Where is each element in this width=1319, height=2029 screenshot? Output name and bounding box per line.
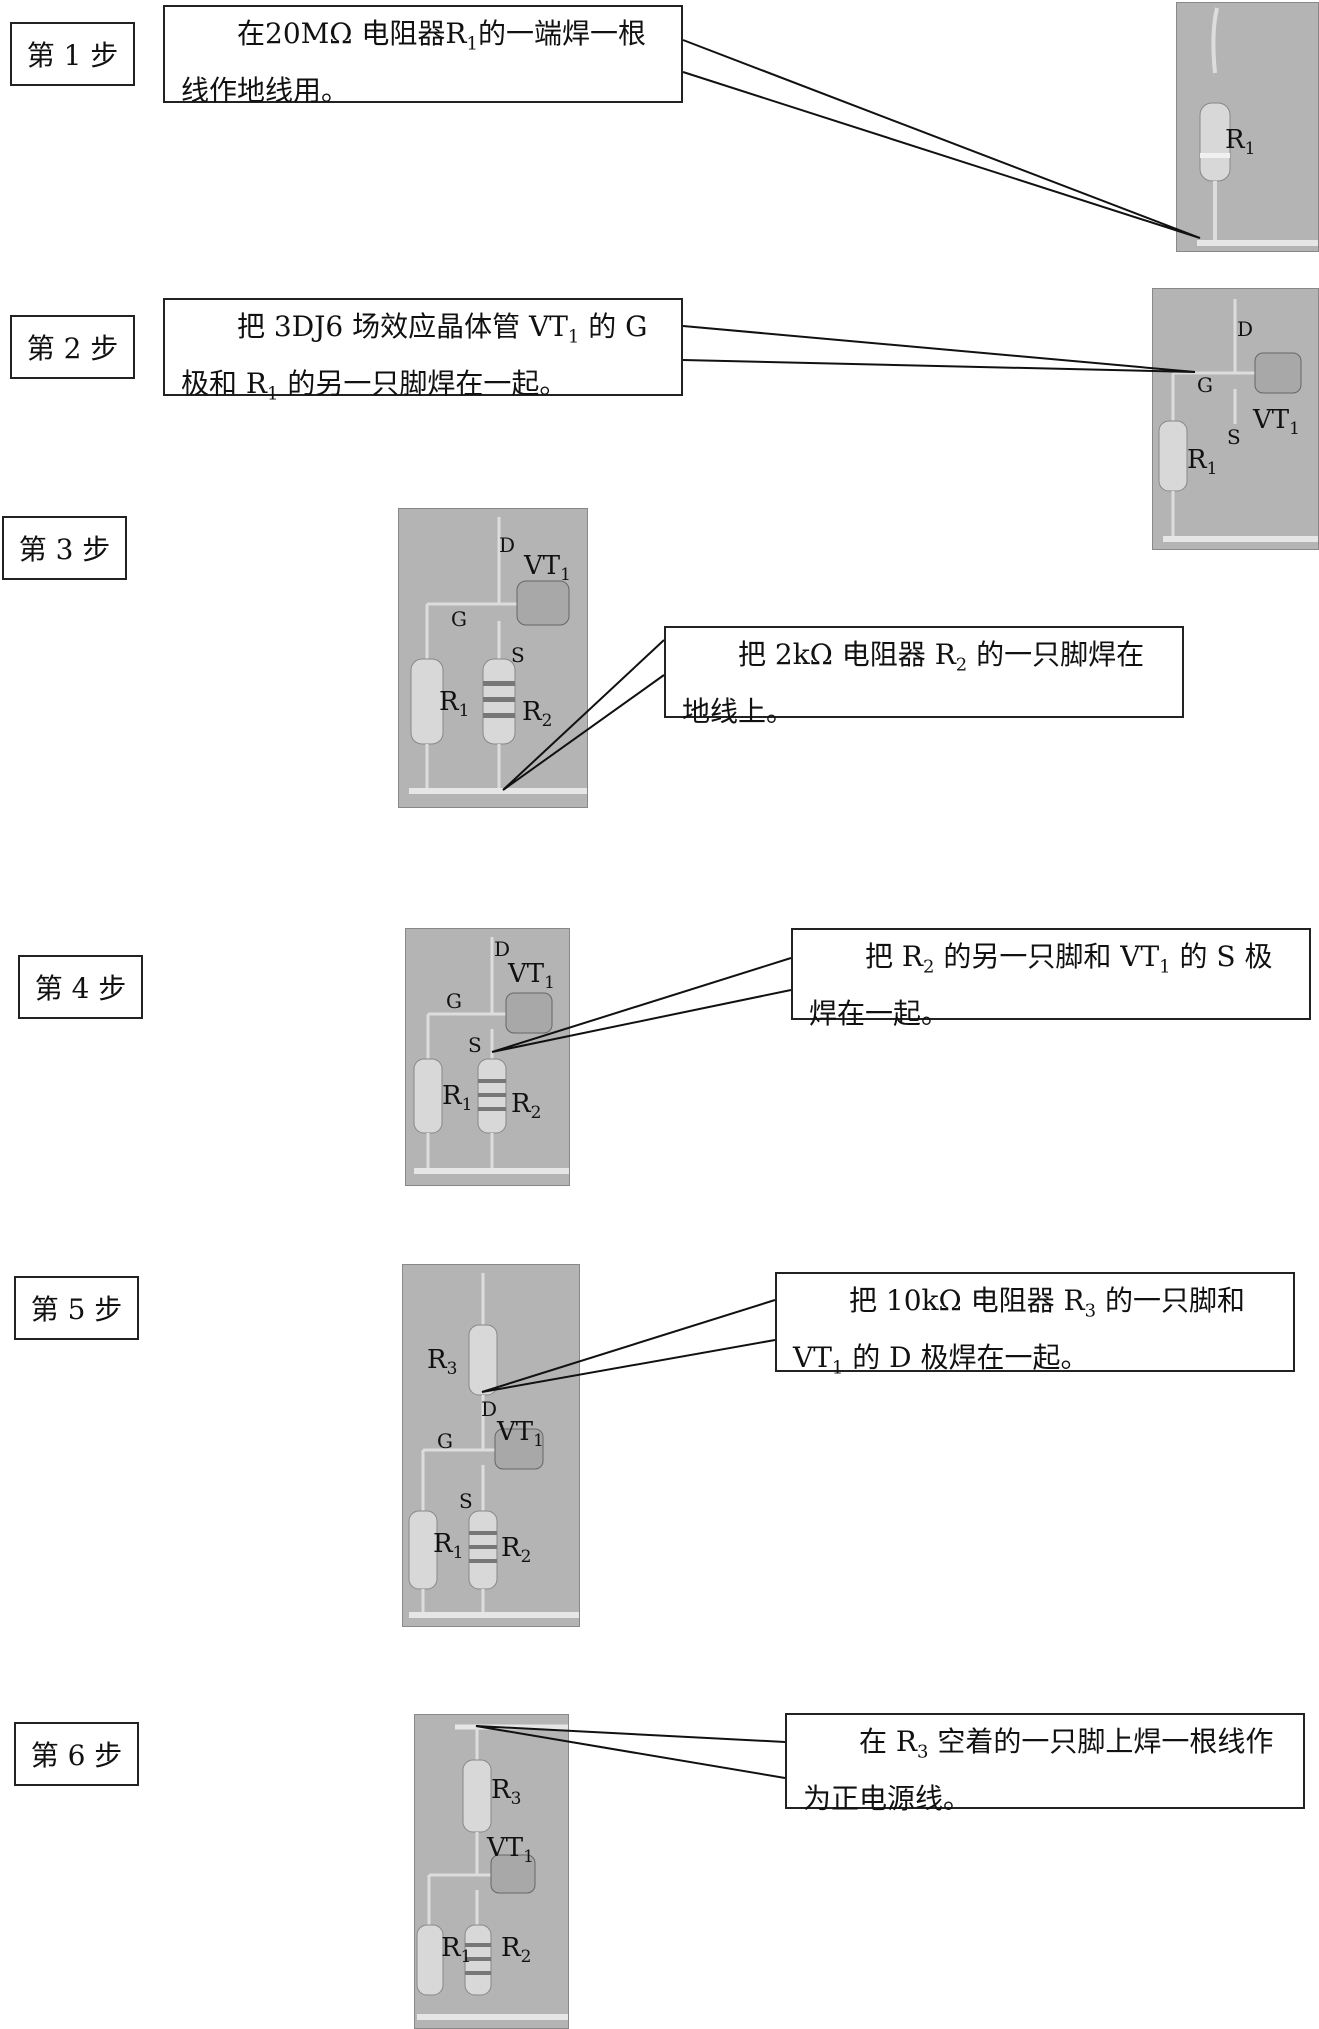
step-4-leader	[491, 957, 792, 1053]
photo4-label-vt1: VT1	[508, 959, 555, 994]
step-3-photo: D VT1 G S R1 R2	[398, 508, 588, 808]
step-2-photo-drawing	[1158, 299, 1318, 542]
step-5-sub-a: 3	[1084, 1300, 1097, 1322]
photo5-label-g: G	[437, 1429, 453, 1453]
step-1-callout: 在20MΩ 电阻器R1的一端焊一根线作地线用。	[163, 5, 683, 107]
step-2-callout: 把 3DJ6 场效应晶体管 VT1 的 G 极和 R1 的另一只脚焊在一起。	[163, 298, 683, 404]
photo5-label-vt1: VT1	[497, 1417, 544, 1452]
photo5-label-r2: R2	[501, 1533, 532, 1568]
step-3-sub: 2	[955, 654, 968, 676]
step-5-sub-b: 1	[831, 1357, 844, 1379]
step-2-sub-b: 1	[266, 383, 279, 405]
step-1-label: 第 1 步	[10, 22, 135, 86]
step-1-sub: 1	[466, 33, 478, 55]
photo4-label-d: D	[494, 937, 511, 961]
step-5-text-a: 把 10kΩ 电阻器 R	[849, 1284, 1085, 1317]
photo2-label-vt1: VT1	[1253, 405, 1300, 440]
step-3-leader	[502, 639, 665, 791]
step-6-photo: R3 VT1 R1 R2	[414, 1714, 569, 2029]
step-1-text-a: 在20MΩ 电阻器R	[237, 17, 467, 50]
step-2-sub-a: 1	[567, 326, 580, 348]
step-6-photo-drawing	[416, 1724, 568, 2020]
step-6-callout: 在 R3 空着的一只脚上焊一根线作为正电源线。	[785, 1713, 1305, 1815]
step-5-photo: R3 D G VT1 S R1 R2	[402, 1264, 580, 1627]
step-5-label: 第 5 步	[14, 1276, 139, 1340]
photo2-label-g: G	[1197, 373, 1213, 397]
photo4-label-r2: R2	[511, 1089, 542, 1124]
step-3-photo-drawing	[409, 517, 587, 794]
step-6-leader	[475, 1725, 786, 1779]
step-3-label: 第 3 步	[2, 516, 127, 580]
photo5-label-s: S	[459, 1489, 473, 1513]
photo4-label-g: G	[446, 989, 462, 1013]
step-4-photo: D VT1 G S R1 R2	[405, 928, 570, 1186]
photo4-label-s: S	[468, 1033, 482, 1057]
step-1-text-b: 的一端焊一根线作地线用。	[181, 17, 646, 107]
step-2-text-a: 把 3DJ6 场效应晶体管 VT	[237, 310, 568, 343]
step-3-text-b: 的一只脚焊在地线上。	[682, 638, 1145, 728]
step-5-leader	[481, 1299, 776, 1393]
photo5-label-r3: R3	[427, 1345, 458, 1380]
step-4-photo-drawing	[413, 937, 569, 1174]
photo6-label-r2: R2	[501, 1933, 532, 1968]
step-5-photo-drawing	[408, 1273, 579, 1618]
step-3-text-a: 把 2kΩ 电阻器 R	[738, 638, 956, 671]
step-6-text-a: 在 R	[859, 1725, 917, 1758]
photo5-label-r1: R1	[433, 1529, 464, 1564]
step-4-text-b: 的另一只脚和 VT	[934, 940, 1160, 973]
photo3-label-r2: R2	[522, 697, 553, 732]
step-4-callout: 把 R2 的另一只脚和 VT1 的 S 极焊在一起。	[791, 928, 1311, 1030]
step-6-label: 第 6 步	[14, 1722, 139, 1786]
photo6-label-vt1: VT1	[487, 1833, 534, 1868]
photo3-label-s: S	[511, 643, 525, 667]
photo3-label-g: G	[451, 607, 467, 631]
step-4-label: 第 4 步	[18, 955, 143, 1019]
photo6-label-r1: R1	[441, 1933, 472, 1968]
photo5-label-d: D	[481, 1397, 498, 1421]
photo2-label-d: D	[1237, 317, 1254, 341]
photo1-label-r1: R1	[1225, 125, 1256, 160]
step-1-photo: R1	[1176, 2, 1319, 252]
step-2-photo: D G S VT1 R1	[1152, 288, 1319, 550]
step-4-sub-a: 2	[922, 956, 935, 978]
step-3-callout: 把 2kΩ 电阻器 R2 的一只脚焊在地线上。	[664, 626, 1184, 728]
step-4-text-c: 的 S 极焊在一起。	[809, 940, 1273, 1030]
step-2-text-c: 的另一只脚焊在一起。	[278, 366, 568, 400]
photo6-label-r3: R3	[491, 1775, 522, 1810]
step-2-label: 第 2 步	[10, 315, 135, 379]
photo3-label-vt1: VT1	[524, 551, 571, 586]
step-1-leader	[682, 39, 1201, 239]
step-2-text-b: 的 G 极和 R	[181, 310, 648, 400]
photo3-label-r1: R1	[439, 687, 470, 722]
step-6-sub: 3	[916, 1741, 929, 1763]
photo2-label-r1: R1	[1187, 445, 1218, 480]
step-1-photo-drawing	[1197, 7, 1318, 246]
step-4-text-a: 把 R	[865, 940, 923, 973]
step-5-callout: 把 10kΩ 电阻器 R3 的一只脚和 VT1 的 D 极焊在一起。	[775, 1272, 1295, 1378]
photo2-label-s: S	[1227, 425, 1241, 449]
photo4-label-r1: R1	[442, 1081, 473, 1116]
step-5-text-b: 的一只脚和 VT	[793, 1284, 1245, 1374]
step-5-text-c: 的 D 极焊在一起。	[843, 1340, 1089, 1374]
step-2-leader	[682, 325, 1196, 373]
step-4-sub-b: 1	[1159, 956, 1171, 978]
step-6-text-b: 空着的一只脚上焊一根线作为正电源线。	[803, 1725, 1274, 1815]
photo3-label-d: D	[499, 533, 516, 557]
